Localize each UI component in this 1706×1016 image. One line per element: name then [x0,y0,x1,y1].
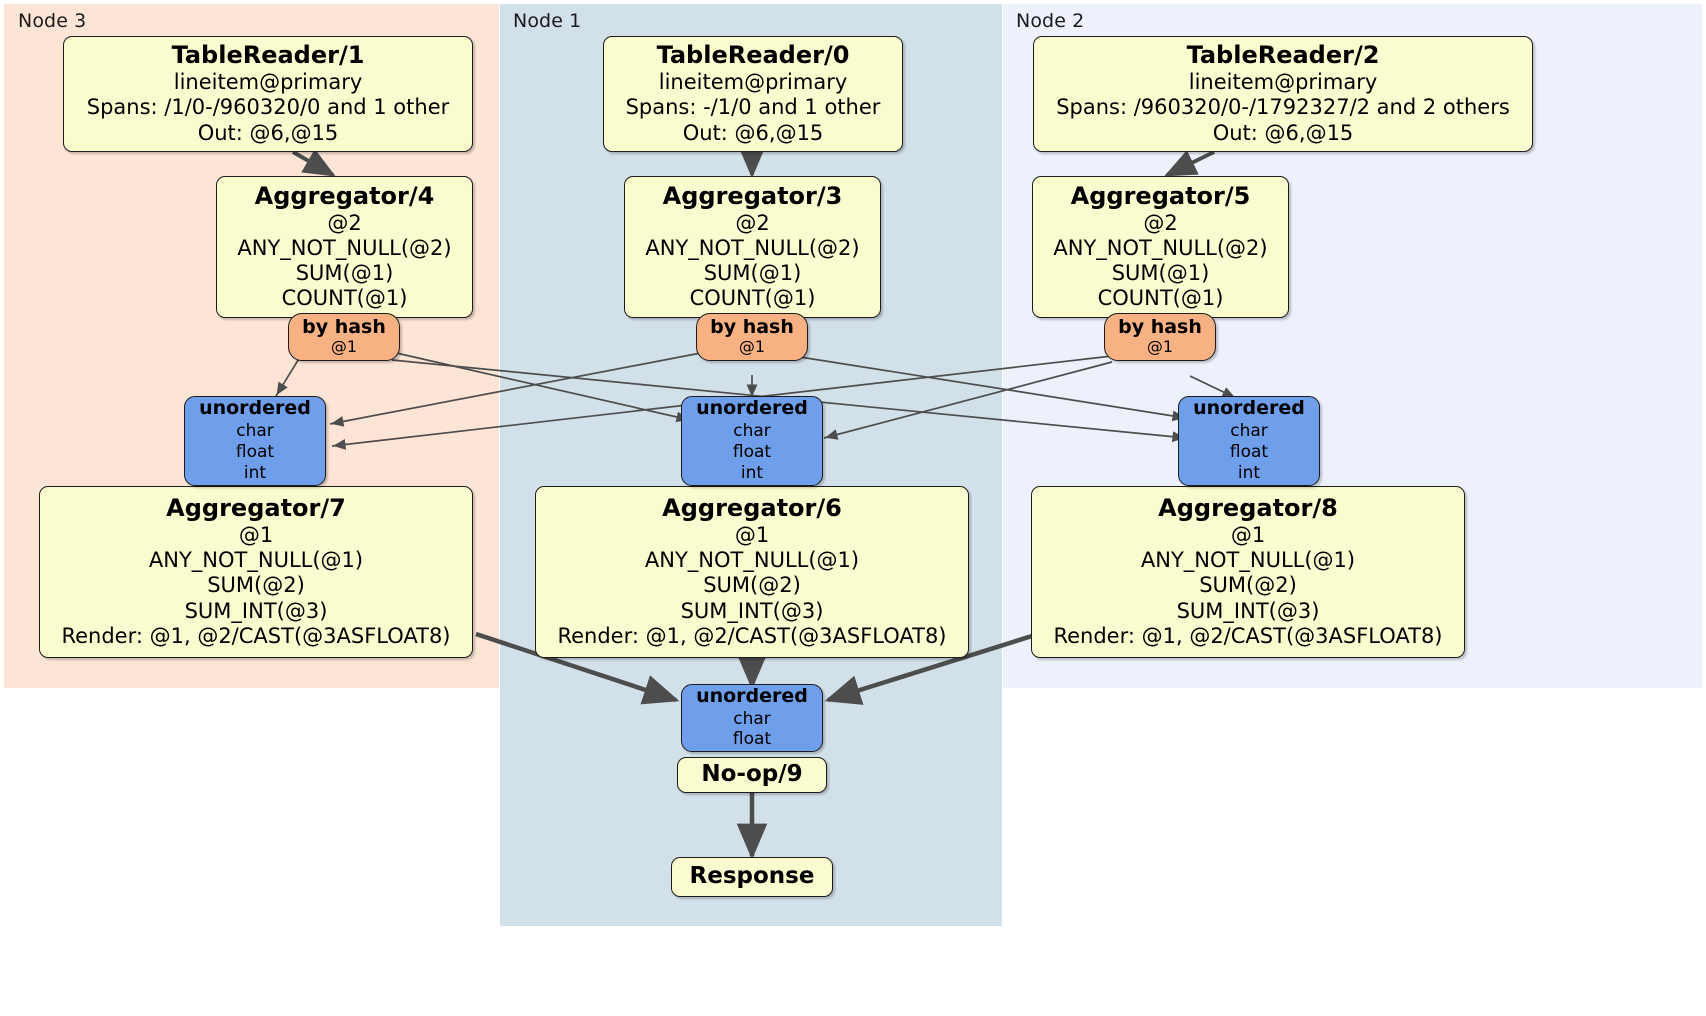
processor-table-reader-1[interactable]: TableReader/1 lineitem@primary Spans: /1… [63,36,473,152]
receiver-unordered-node3[interactable]: unordered char float int [184,396,326,486]
processor-detail: lineitem@primary [173,70,363,95]
processor-title: Aggregator/8 [1158,494,1338,523]
router-by-hash-node2[interactable]: by hash @1 [1104,313,1216,361]
processor-detail: lineitem@primary [1188,70,1378,95]
processor-detail: ANY_NOT_NULL(@2) [645,235,860,260]
processor-detail: Out: @6,@15 [1212,120,1354,145]
processor-detail: SUM(@1) [703,260,802,285]
receiver-type: float [732,442,772,463]
receiver-type: int [1237,462,1261,483]
receiver-type: int [243,462,267,483]
receiver-type: char [236,421,274,442]
processor-table-reader-2[interactable]: TableReader/2 lineitem@primary Spans: /9… [1033,36,1533,152]
receiver-type: float [1229,442,1269,463]
router-by-hash-node1[interactable]: by hash @1 [696,313,808,361]
router-title: by hash [302,316,386,339]
region-label-node3: Node 3 [18,10,87,32]
processor-detail: SUM(@2) [207,573,305,598]
receiver-type: float [732,729,772,750]
processor-title: Aggregator/6 [662,494,842,523]
processor-detail: COUNT(@1) [281,286,408,311]
receiver-title: unordered [199,397,311,420]
processor-detail: SUM_INT(@3) [1176,598,1320,623]
processor-detail: @1 [734,522,770,547]
processor-detail: SUM_INT(@3) [184,598,328,623]
processor-detail: COUNT(@1) [689,286,816,311]
processor-detail: COUNT(@1) [1097,286,1224,311]
processor-detail: @2 [1143,210,1178,235]
receiver-unordered-node2[interactable]: unordered char float int [1178,396,1320,486]
processor-detail: Render: @1, @2/CAST(@3ASFLOAT8) [61,623,451,648]
processor-aggregator-8[interactable]: Aggregator/8 @1 ANY_NOT_NULL(@1) SUM(@2)… [1031,486,1465,658]
processor-title: No-op/9 [701,760,803,787]
processor-detail: Render: @1, @2/CAST(@3ASFLOAT8) [1053,623,1443,648]
processor-title: Response [689,862,815,889]
processor-detail: ANY_NOT_NULL(@2) [237,235,452,260]
receiver-type: char [733,421,771,442]
receiver-title: unordered [1193,397,1305,420]
receiver-type: int [740,462,764,483]
processor-detail: Spans: /1/0-/960320/0 and 1 other [86,95,450,120]
processor-detail: @1 [238,522,274,547]
processor-detail: SUM(@2) [1199,573,1297,598]
processor-aggregator-5[interactable]: Aggregator/5 @2 ANY_NOT_NULL(@2) SUM(@1)… [1032,176,1289,318]
router-by-hash-node3[interactable]: by hash @1 [288,313,400,361]
processor-detail: @2 [327,210,362,235]
receiver-unordered-node1[interactable]: unordered char float int [681,396,823,486]
processor-detail: SUM(@1) [1111,260,1210,285]
processor-detail: Out: @6,@15 [197,120,339,145]
processor-detail: SUM(@2) [703,573,801,598]
processor-detail: SUM_INT(@3) [680,598,824,623]
processor-detail: Spans: -/1/0 and 1 other [625,95,881,120]
processor-title: Aggregator/4 [254,181,435,210]
processor-detail: @2 [735,210,770,235]
processor-aggregator-4[interactable]: Aggregator/4 @2 ANY_NOT_NULL(@2) SUM(@1)… [216,176,473,318]
router-title: by hash [710,316,794,339]
processor-title: Aggregator/3 [662,181,843,210]
receiver-title: unordered [696,684,808,707]
receiver-title: unordered [696,397,808,420]
processor-detail: Out: @6,@15 [682,120,824,145]
router-detail: @1 [738,337,766,357]
router-detail: @1 [1146,337,1174,357]
processor-detail: ANY_NOT_NULL(@1) [1140,548,1356,573]
region-label-node2: Node 2 [1016,10,1085,32]
receiver-type: char [1230,421,1268,442]
processor-detail: lineitem@primary [658,70,848,95]
processor-aggregator-7[interactable]: Aggregator/7 @1 ANY_NOT_NULL(@1) SUM(@2)… [39,486,473,658]
processor-title: TableReader/1 [171,41,365,70]
processor-title: Aggregator/5 [1070,181,1251,210]
processor-title: TableReader/0 [656,41,850,70]
processor-detail: Spans: /960320/0-/1792327/2 and 2 others [1056,95,1510,120]
processor-detail: ANY_NOT_NULL(@1) [148,548,364,573]
processor-noop-9[interactable]: No-op/9 [677,757,827,793]
processor-aggregator-6[interactable]: Aggregator/6 @1 ANY_NOT_NULL(@1) SUM(@2)… [535,486,969,658]
router-detail: @1 [330,337,358,357]
processor-table-reader-0[interactable]: TableReader/0 lineitem@primary Spans: -/… [603,36,903,152]
processor-response[interactable]: Response [671,857,833,897]
processor-detail: ANY_NOT_NULL(@1) [644,548,860,573]
processor-detail: Render: @1, @2/CAST(@3ASFLOAT8) [557,623,947,648]
receiver-type: float [235,442,275,463]
region-label-node1: Node 1 [513,10,582,32]
processor-aggregator-3[interactable]: Aggregator/3 @2 ANY_NOT_NULL(@2) SUM(@1)… [624,176,881,318]
processor-detail: ANY_NOT_NULL(@2) [1053,235,1268,260]
processor-title: TableReader/2 [1186,41,1380,70]
receiver-unordered-final[interactable]: unordered char float [681,684,823,752]
processor-detail: @1 [1230,522,1266,547]
processor-detail: SUM(@1) [295,260,394,285]
receiver-type: char [733,708,771,729]
processor-title: Aggregator/7 [166,494,346,523]
router-title: by hash [1118,316,1202,339]
